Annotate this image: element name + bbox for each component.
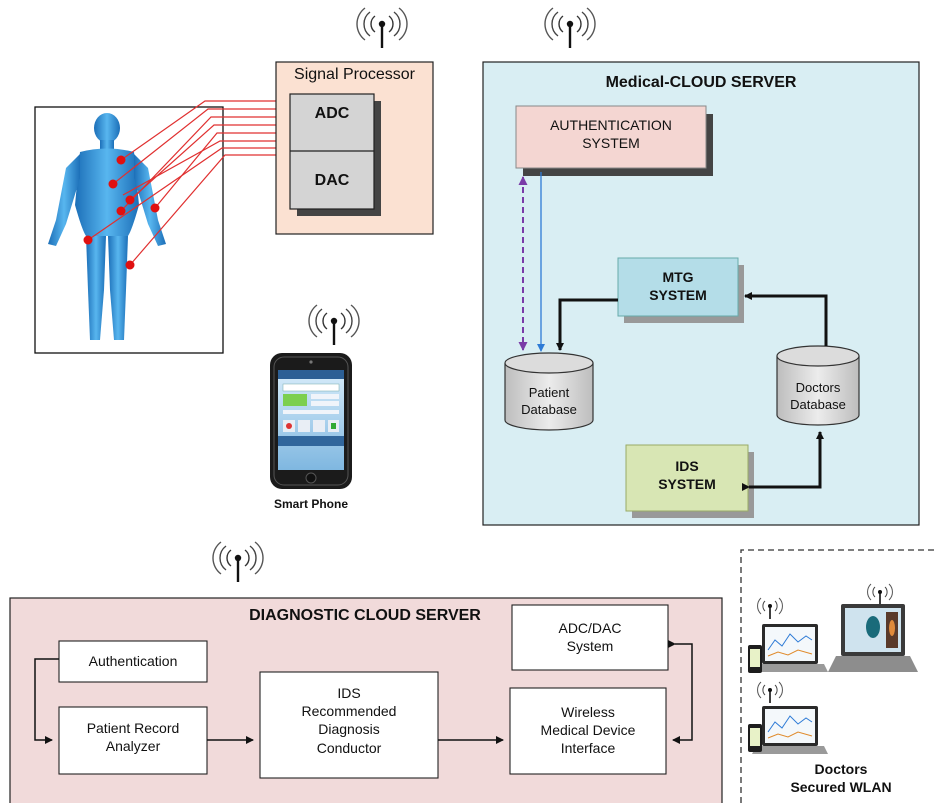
patient-database-cylinder-icon: [504, 352, 594, 431]
laptop-antenna-icon: [756, 681, 784, 704]
signal-processor-label: Signal Processor: [294, 66, 415, 83]
laptop-icon: [748, 624, 828, 673]
laptop-icon: [748, 706, 828, 754]
doctors-db-label: Doctors Database: [790, 380, 846, 412]
signal-processor-antenna-icon: [355, 6, 409, 50]
dac-label: DAC: [314, 172, 350, 189]
adcdac-wireless-arrow: [668, 640, 693, 744]
diagnostic-server-antenna-icon: [211, 540, 265, 584]
doctors-wlan-boundary: [740, 549, 937, 803]
doctors-database-cylinder-icon: [776, 345, 860, 426]
mtg-system-box: [617, 257, 739, 317]
laptop-antenna-icon: [866, 583, 894, 606]
wireless-interface-label: Wireless Medical Device Interface: [540, 704, 636, 757]
laptop-antenna-icon: [756, 597, 784, 620]
adc-dac-system-label: ADC/DAC System: [558, 620, 622, 655]
ids-recommended-label: IDS Recommended Diagnosis Conductor: [301, 685, 397, 756]
cloud-server-antenna-icon: [543, 6, 597, 50]
ids-doctorsdb-arrow: [742, 431, 824, 491]
doctors-wlan-label: Doctors Secured WLAN: [790, 761, 892, 796]
diagnostic-cloud-title: DIAGNOSTIC CLOUD SERVER: [249, 607, 481, 624]
ids-system-box: [625, 444, 749, 512]
authentication-box: [58, 640, 208, 683]
smartphone-icon: [270, 353, 352, 489]
smart-phone-label: Smart Phone: [273, 497, 348, 511]
wireless-interface-box: [509, 687, 667, 775]
mtg-patientdb-arrow: [556, 298, 618, 351]
adc-dac-system-box: [511, 604, 669, 671]
ids-system-label: IDS SYSTEM: [658, 458, 716, 493]
medical-cloud-title: Medical-CLOUD SERVER: [605, 74, 797, 91]
patient-record-analyzer-box: [58, 706, 208, 775]
doctorsdb-mtg-arrow: [744, 292, 828, 346]
laptop-icon: [828, 604, 918, 672]
authentication-label: Authentication: [88, 653, 178, 669]
ids-recommended-box: [259, 671, 439, 779]
auth-system-label: AUTHENTICATION SYSTEM: [550, 117, 672, 152]
auth-system-box: [515, 105, 707, 169]
adc-label: ADC: [314, 105, 350, 122]
patient-db-label: Patient Database: [521, 385, 577, 417]
human-body-icon: [48, 113, 166, 340]
sensor-points: [83, 155, 160, 270]
sensor-leads: [87, 100, 290, 266]
auth-analyzer-arrow: [34, 658, 59, 744]
smartphone-antenna-icon: [307, 303, 361, 347]
patient-record-label: Patient Record Analyzer: [86, 720, 180, 755]
mtg-system-label: MTG SYSTEM: [649, 269, 707, 304]
